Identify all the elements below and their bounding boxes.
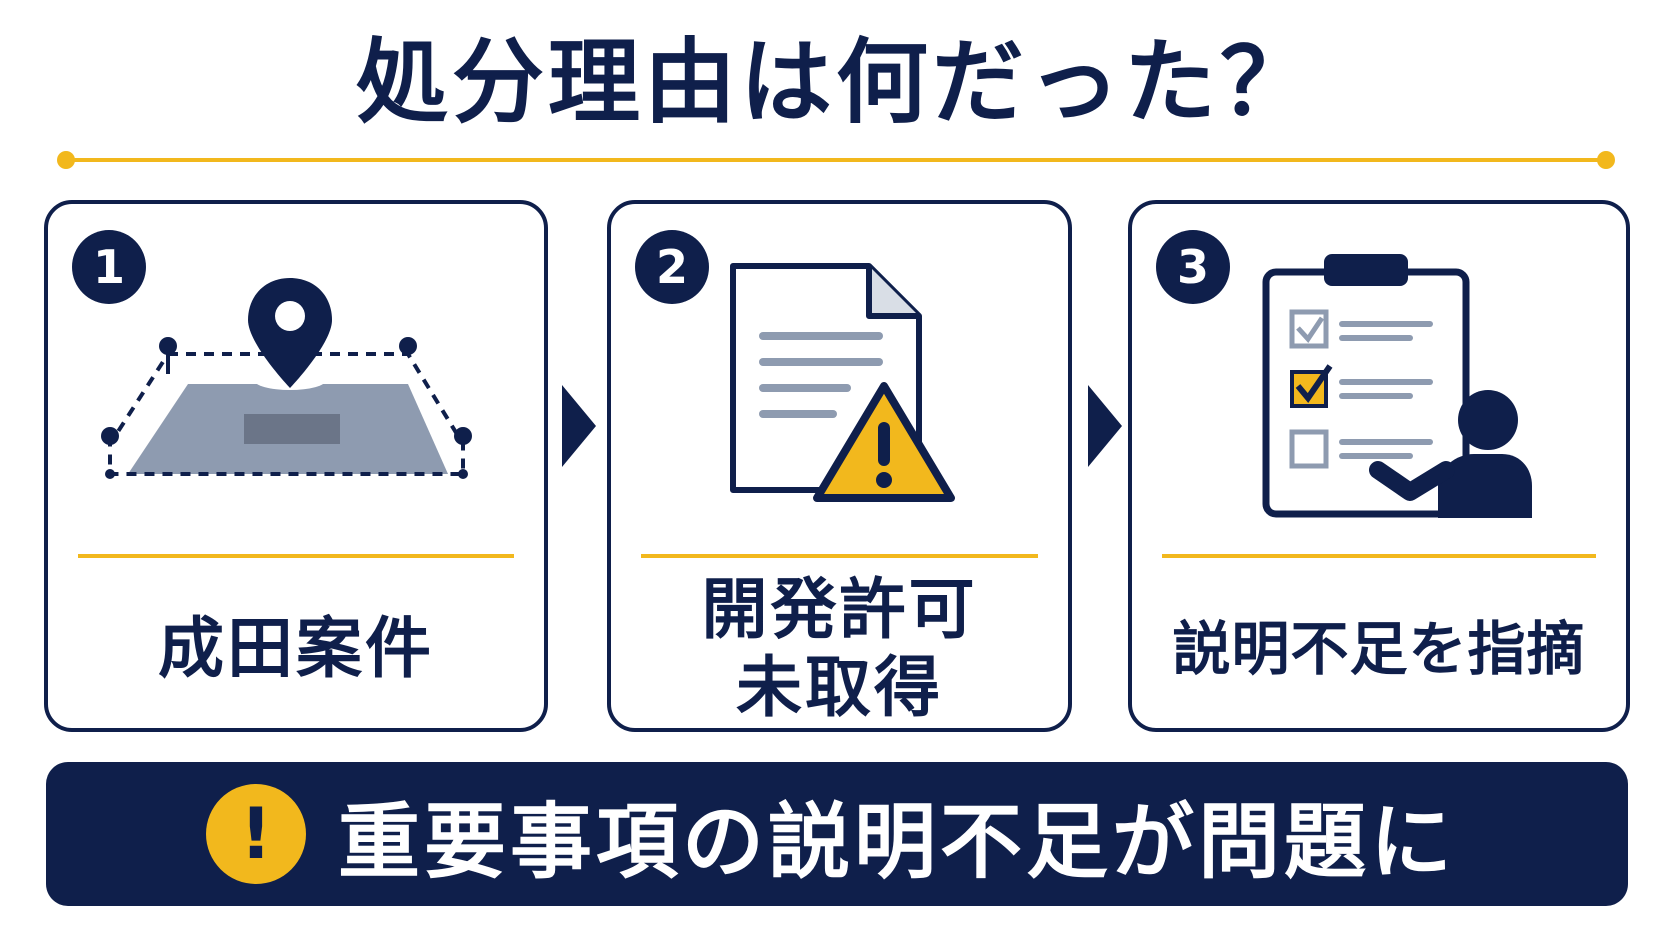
- step-card-divider: [1162, 554, 1596, 558]
- exclamation-icon: !: [206, 784, 306, 884]
- step-card-divider: [641, 554, 1038, 558]
- step-label-2: 開発許可 未取得: [611, 571, 1068, 726]
- conclusion-banner: ! 重要事項の説明不足が問題に: [46, 762, 1628, 906]
- title-rule-dot-right: [1597, 151, 1615, 169]
- step-label-3: 説明不足を指摘: [1132, 574, 1626, 724]
- title-rule: [66, 158, 1606, 162]
- document-warning-icon: [730, 263, 955, 502]
- step-number-1: 1: [72, 230, 146, 304]
- step-label-line: 成田案件: [158, 610, 434, 687]
- arrow-right-icon: [1088, 385, 1122, 467]
- step-number-3: 3: [1156, 230, 1230, 304]
- step-label-line: 未取得: [736, 649, 943, 726]
- step-label-1: 成田案件: [48, 574, 544, 724]
- page-title: 処分理由は何だった？: [355, 29, 1316, 136]
- step-card-3: 3 説明不足を指摘: [1128, 200, 1630, 732]
- step-label-line: 説明不足を指摘: [1172, 615, 1586, 683]
- step-number-2: 2: [635, 230, 709, 304]
- checklist-person-icon: [1262, 254, 1532, 518]
- map-pin-icon: [101, 278, 472, 479]
- step-card-2: 2 開発許可 未取得: [607, 200, 1072, 732]
- conclusion-text: 重要事項の説明不足が問題に: [338, 794, 1457, 890]
- step-card-divider: [78, 554, 514, 558]
- step-card-1: 1 成田案件: [44, 200, 548, 732]
- arrow-right-icon: [562, 385, 596, 467]
- step-label-line: 開発許可: [701, 571, 978, 648]
